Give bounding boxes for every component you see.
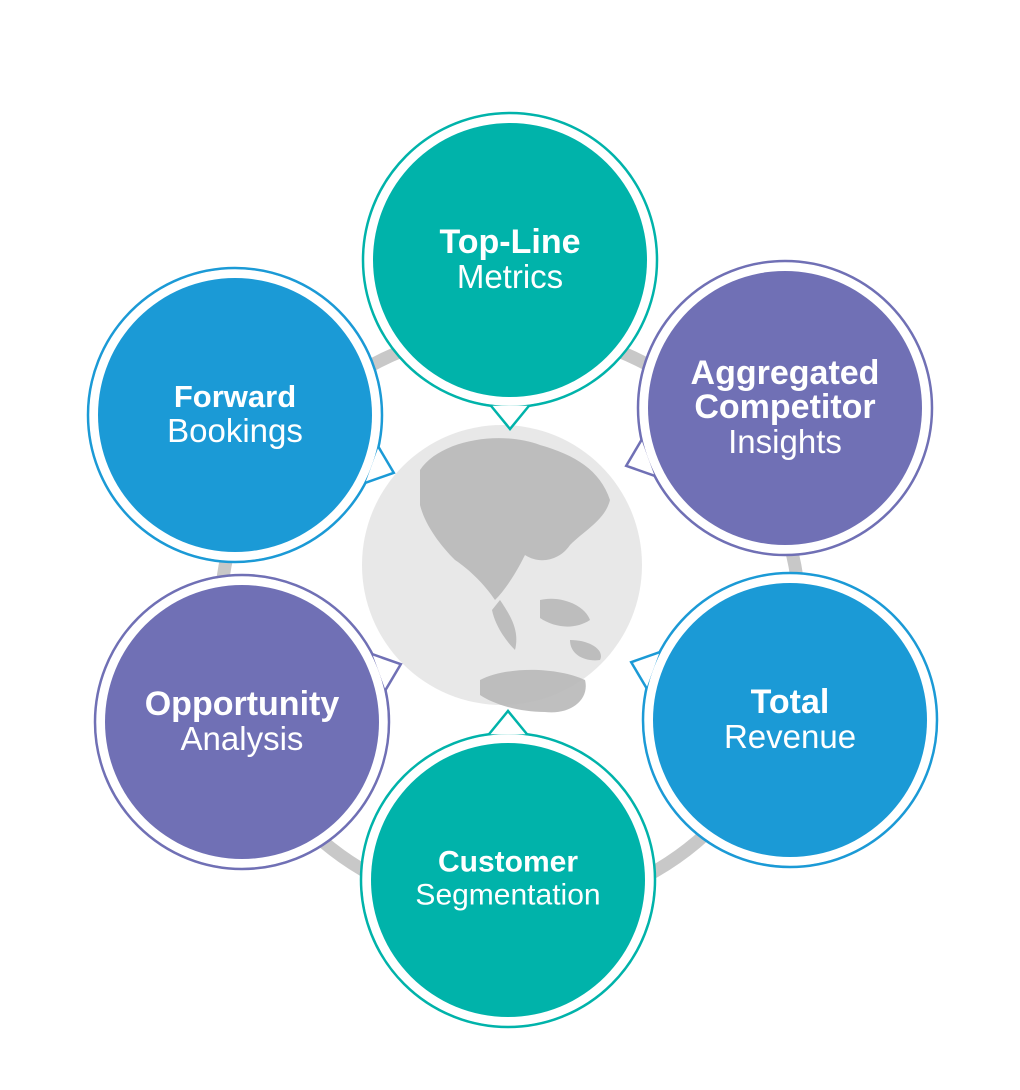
continent-peninsula-shape xyxy=(492,600,517,650)
node-aggregated-competitor-insights xyxy=(624,259,934,557)
node-subtitle: Segmentation xyxy=(415,878,601,912)
node-label-customer-segmentation: Customer Segmentation xyxy=(415,847,600,914)
node-label-aggregated-competitor-insights: Aggregated Competitor Insights xyxy=(691,356,880,460)
node-pointer xyxy=(365,446,396,484)
continent-asia-shape xyxy=(420,438,610,600)
node-customer-segmentation xyxy=(359,709,657,1029)
node-forward-bookings xyxy=(86,266,396,564)
node-pointer xyxy=(489,404,531,431)
node-title-2: Competitor xyxy=(694,388,876,426)
node-disc xyxy=(371,743,645,1017)
node-title: Forward xyxy=(173,379,297,414)
node-opportunity-analysis xyxy=(93,573,403,871)
node-disc xyxy=(373,123,647,397)
node-title: Top-Line xyxy=(439,223,581,261)
node-title: Opportunity xyxy=(144,685,340,723)
node-disc xyxy=(653,583,927,857)
continent-islands-shape xyxy=(540,598,601,661)
node-top-line-metrics xyxy=(361,111,659,431)
node-title: Customer xyxy=(437,845,579,879)
node-label-total-revenue: Total Revenue xyxy=(724,685,856,755)
node-subtitle: Revenue xyxy=(723,718,857,755)
node-pointer xyxy=(372,653,403,691)
continent-australia-shape xyxy=(480,669,586,713)
node-subtitle: Analysis xyxy=(180,720,304,757)
globe-icon xyxy=(362,425,642,713)
node-total-revenue xyxy=(629,571,939,869)
nodes-layer xyxy=(86,111,939,1029)
node-label-forward-bookings: Forward Bookings xyxy=(167,381,303,449)
node-title: Aggregated xyxy=(690,354,880,392)
node-pointer xyxy=(629,651,660,689)
node-subtitle: Bookings xyxy=(167,412,303,449)
node-disc xyxy=(105,585,379,859)
node-label-opportunity-analysis: Opportunity Analysis xyxy=(145,687,340,757)
node-pointer xyxy=(624,439,655,477)
node-label-top-line-metrics: Top-Line Metrics xyxy=(440,225,581,295)
node-subtitle: Insights xyxy=(728,423,842,460)
node-pointer xyxy=(487,709,529,736)
node-title: Total xyxy=(750,683,830,721)
node-disc xyxy=(648,271,922,545)
node-disc xyxy=(98,278,372,552)
node-subtitle: Metrics xyxy=(456,258,564,295)
